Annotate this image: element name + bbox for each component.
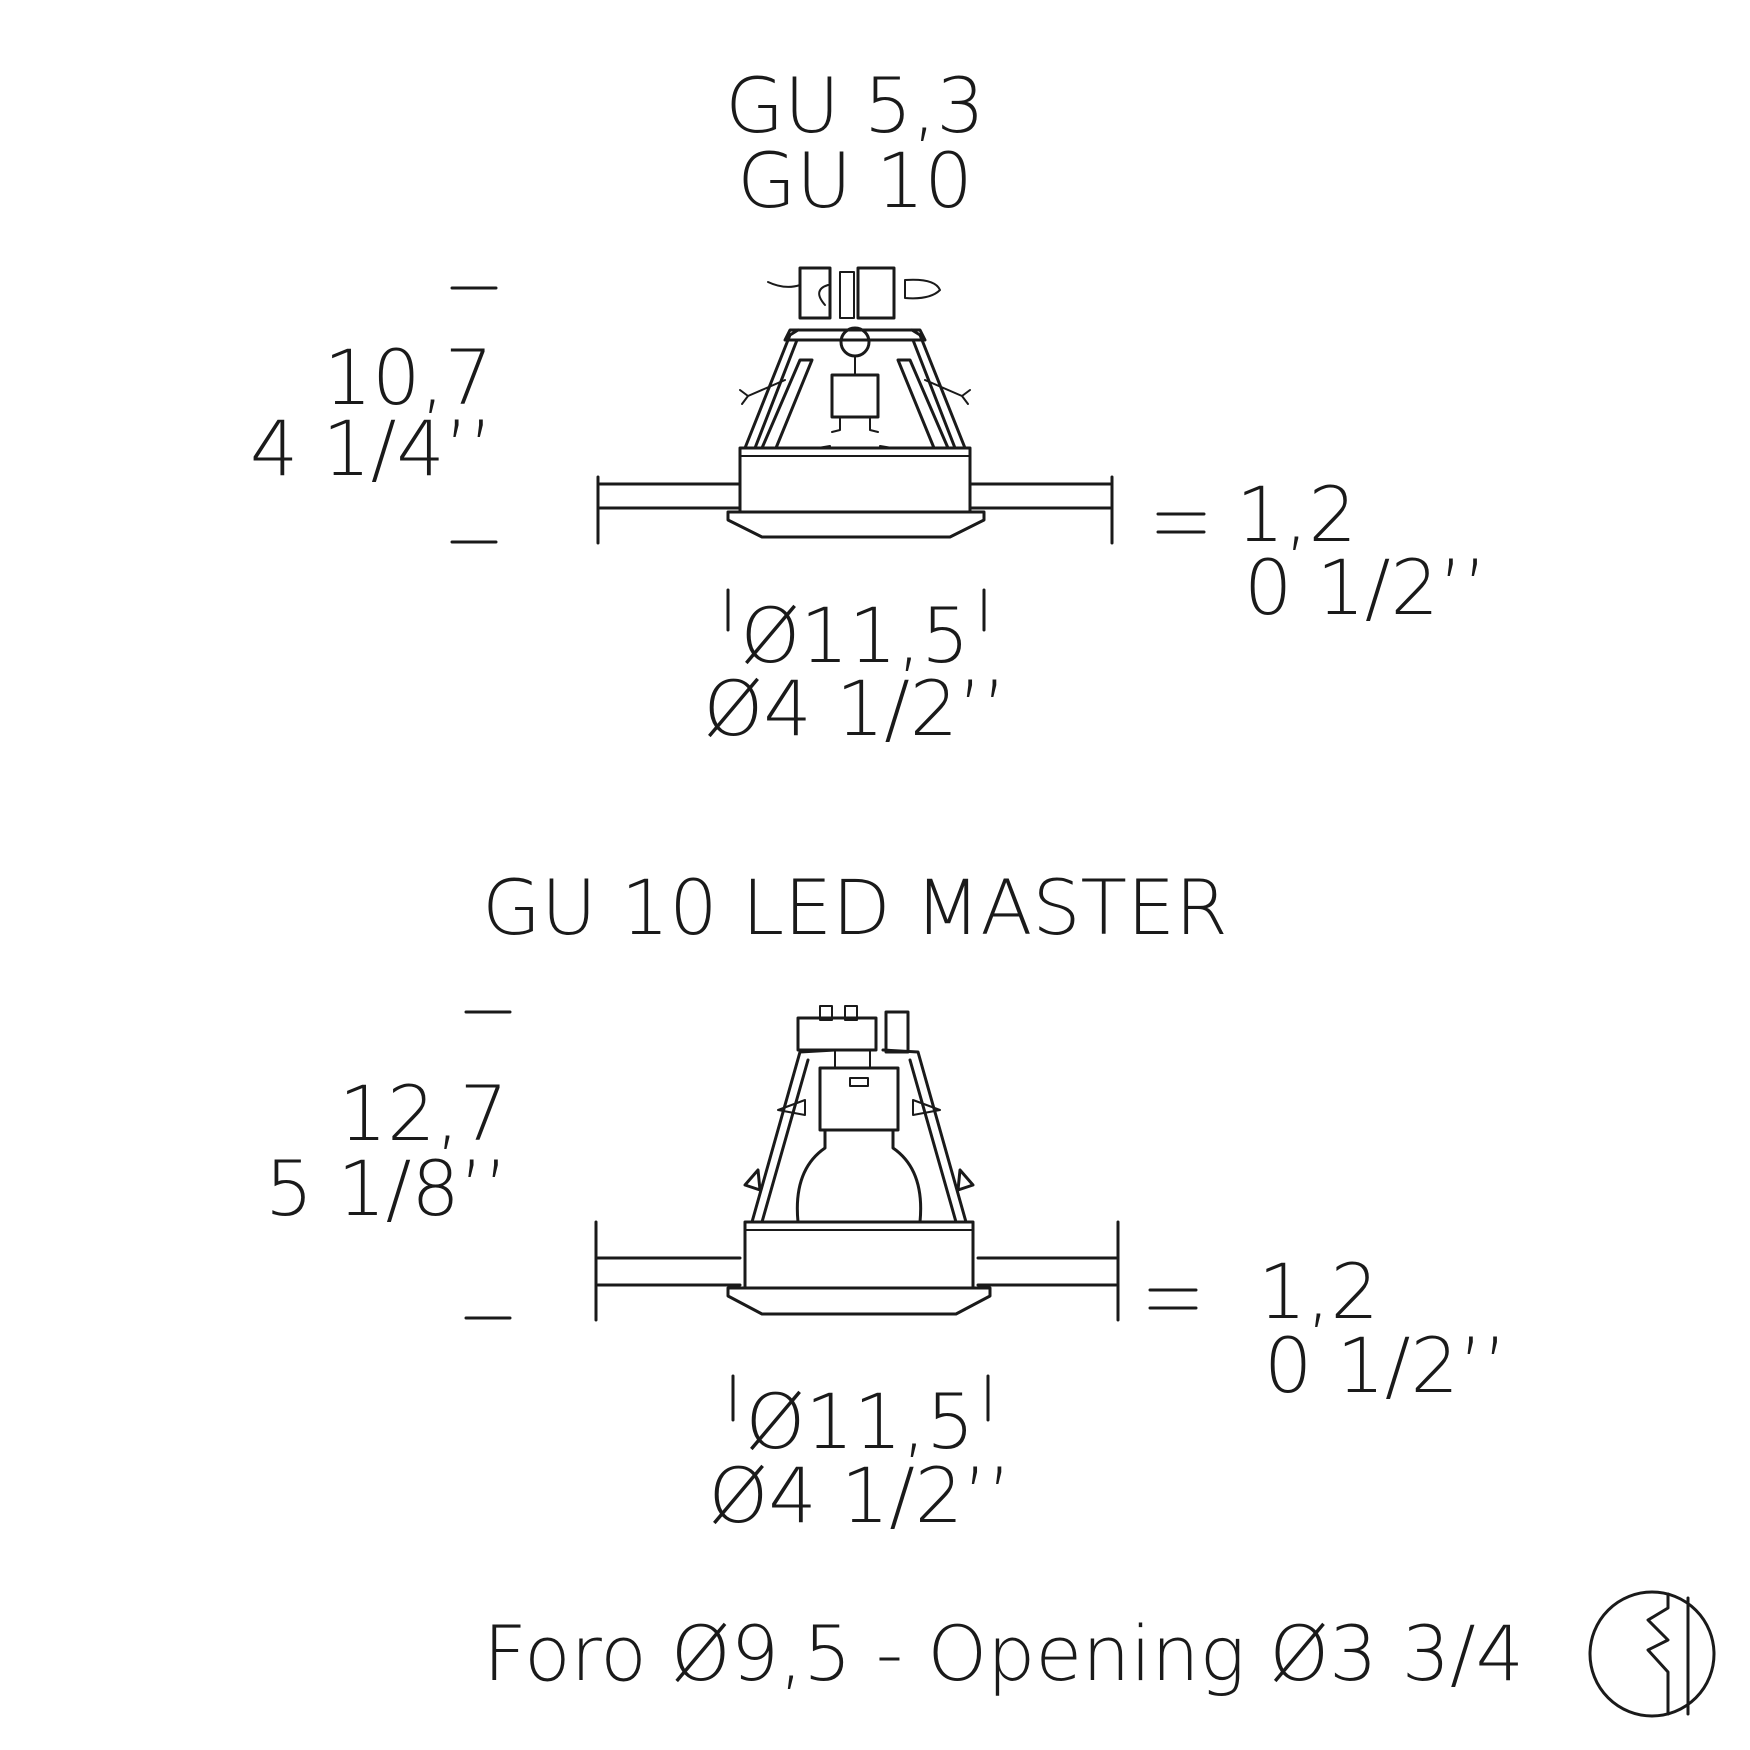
bottom-ceiling-in: 0 1/2’’ xyxy=(1264,1321,1507,1410)
bottom-fixture-drawing xyxy=(726,1005,992,1316)
bottom-ceiling-slab xyxy=(594,1220,1120,1322)
top-diameter-in: Ø4 1/2’’ xyxy=(704,664,1007,753)
plasterboard-ceiling-icon xyxy=(1588,1590,1716,1718)
top-diameter-cm: Ø11,5 xyxy=(740,591,969,680)
bottom-title: GU 10 LED MASTER xyxy=(482,863,1228,952)
top-ceiling-equals-mark xyxy=(1156,512,1206,534)
bottom-fixture-section: GU 10 LED MASTER 12,7 5 1/8’’ xyxy=(265,863,1507,1540)
top-fixture-drawing xyxy=(726,266,986,539)
top-ceiling-in: 0 1/2’’ xyxy=(1244,543,1487,632)
top-ceiling-slab xyxy=(596,475,1114,545)
bottom-height-in: 5 1/8’’ xyxy=(265,1144,508,1233)
top-title-line1: GU 5,3 xyxy=(725,61,985,150)
top-height-cm: 10,7 xyxy=(324,333,493,422)
top-fixture-section: GU 5,3 GU 10 10,7 4 1/4’’ xyxy=(250,61,1487,753)
top-title-line2: GU 10 xyxy=(737,136,972,225)
top-ceiling-cm: 1,2 xyxy=(1236,470,1357,559)
bottom-diameter-cm: Ø11,5 xyxy=(745,1377,974,1466)
opening-caption: Foro Ø9,5 - Opening Ø3 3/4 xyxy=(483,1609,1524,1698)
bottom-ceiling-equals-mark xyxy=(1148,1288,1198,1310)
bottom-diameter-in: Ø4 1/2’’ xyxy=(709,1451,1012,1540)
top-height-in: 4 1/4’’ xyxy=(250,404,493,493)
bottom-ceiling-cm: 1,2 xyxy=(1258,1247,1379,1336)
bottom-height-cm: 12,7 xyxy=(339,1069,508,1158)
